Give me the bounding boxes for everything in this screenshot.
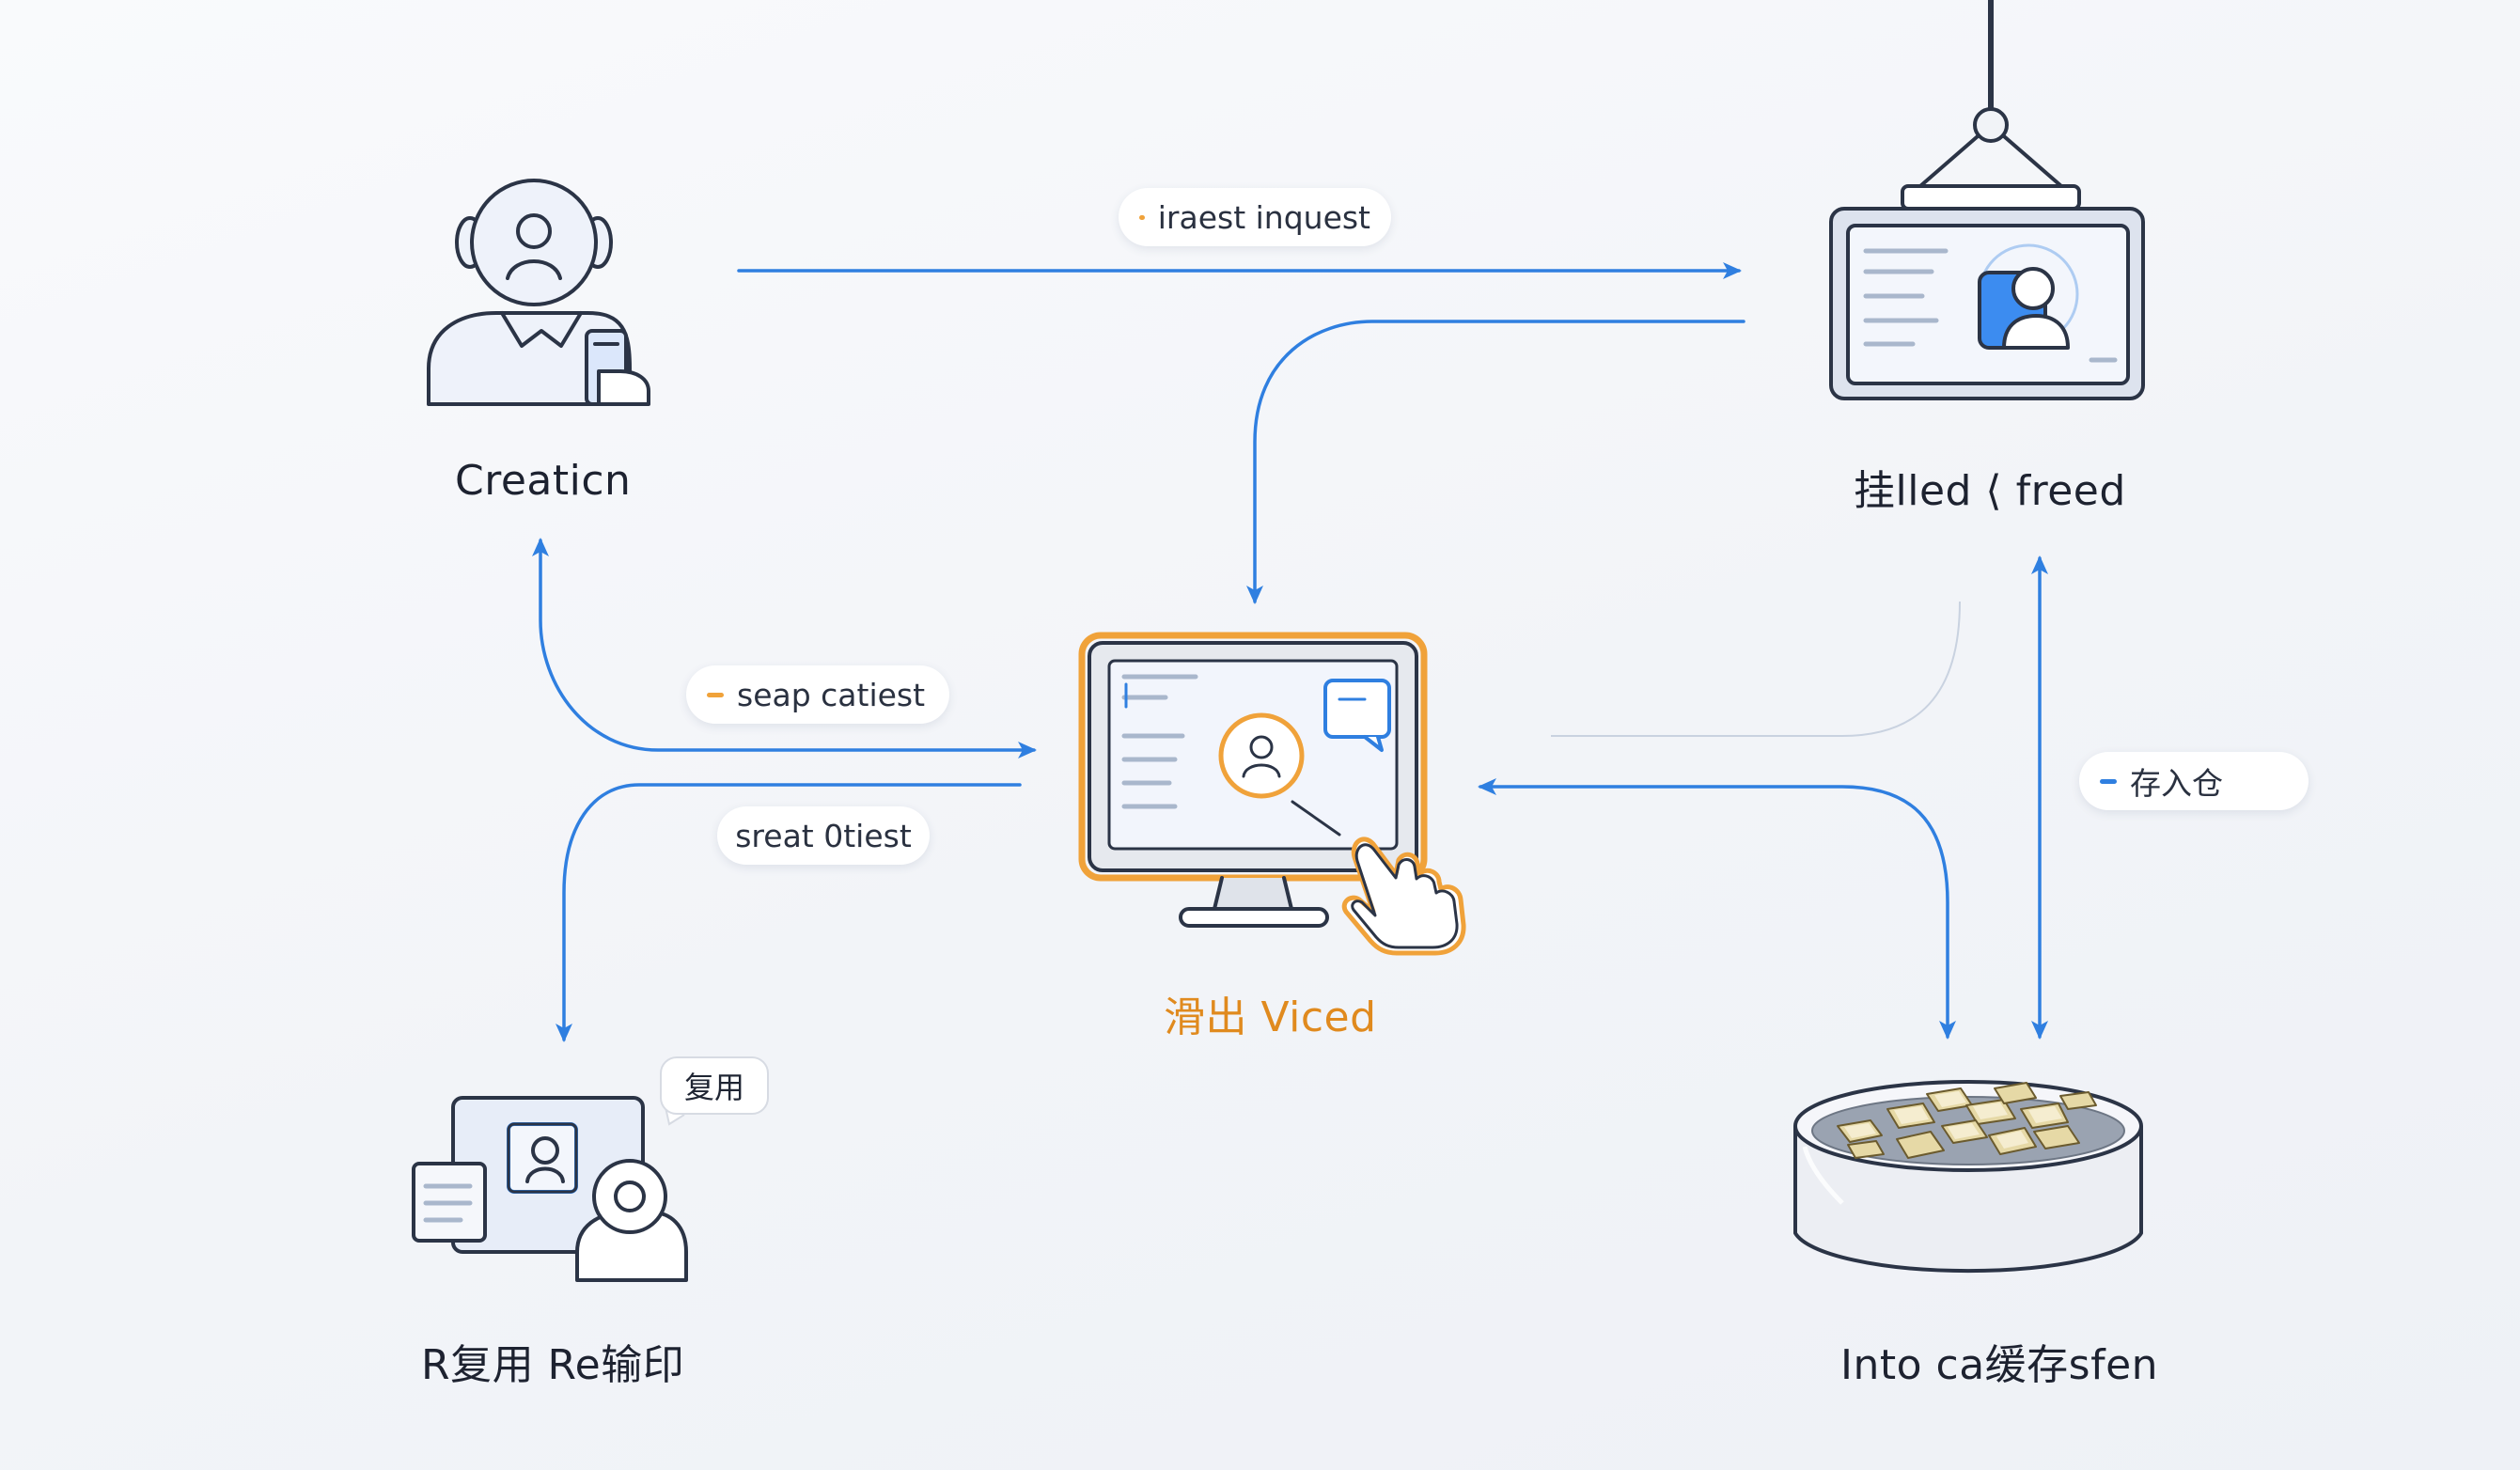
edge-label-top-text: iraest inquest: [1157, 198, 1370, 236]
reuse-label: R复用 Re输印: [421, 1341, 685, 1389]
reuse-bubble-text: 复用: [683, 1070, 744, 1105]
dash-marker: [2100, 778, 2117, 784]
center-label: 滑出 Viced: [1164, 993, 1377, 1041]
edge-label-left-upper: seap catiest: [686, 665, 949, 724]
edge-creation-center: [532, 538, 1037, 758]
user-with-phone-icon: [427, 179, 650, 406]
edge-label-top: iraest inquest: [1119, 188, 1391, 246]
edge-label-left-lower-text: sreat 0tiest: [735, 817, 912, 854]
edge-label-right-text: 存入仓: [2130, 765, 2223, 802]
edge-faint-return: [1551, 601, 1961, 737]
monitor-with-pointer-icon: [1078, 632, 1466, 956]
profile-windows-user-icon: [412, 1096, 688, 1282]
edge-center-to-reuse: [556, 783, 1022, 1042]
edge-label-right: 存入仓: [2079, 752, 2309, 810]
edge-storage-center: [1478, 778, 1956, 1040]
hanging-display-profile-icon: [1829, 0, 2145, 400]
storage-label: Into ca缓存sfen: [1840, 1341, 2159, 1389]
dash-marker: [707, 692, 724, 697]
storage-tray-blocks-icon: [1793, 1080, 2143, 1274]
filled-label: 挂lled ⟨ freed: [1854, 467, 2126, 515]
edge-label-left-lower: sreat 0tiest: [717, 806, 930, 865]
creation-label: Creaticn: [455, 457, 632, 505]
edge-label-left-upper-text: seap catiest: [737, 676, 926, 713]
edge-filled-to-center: [1246, 320, 1745, 604]
dash-marker: [1139, 214, 1145, 220]
reuse-speech-bubble: 复用: [660, 1056, 769, 1115]
